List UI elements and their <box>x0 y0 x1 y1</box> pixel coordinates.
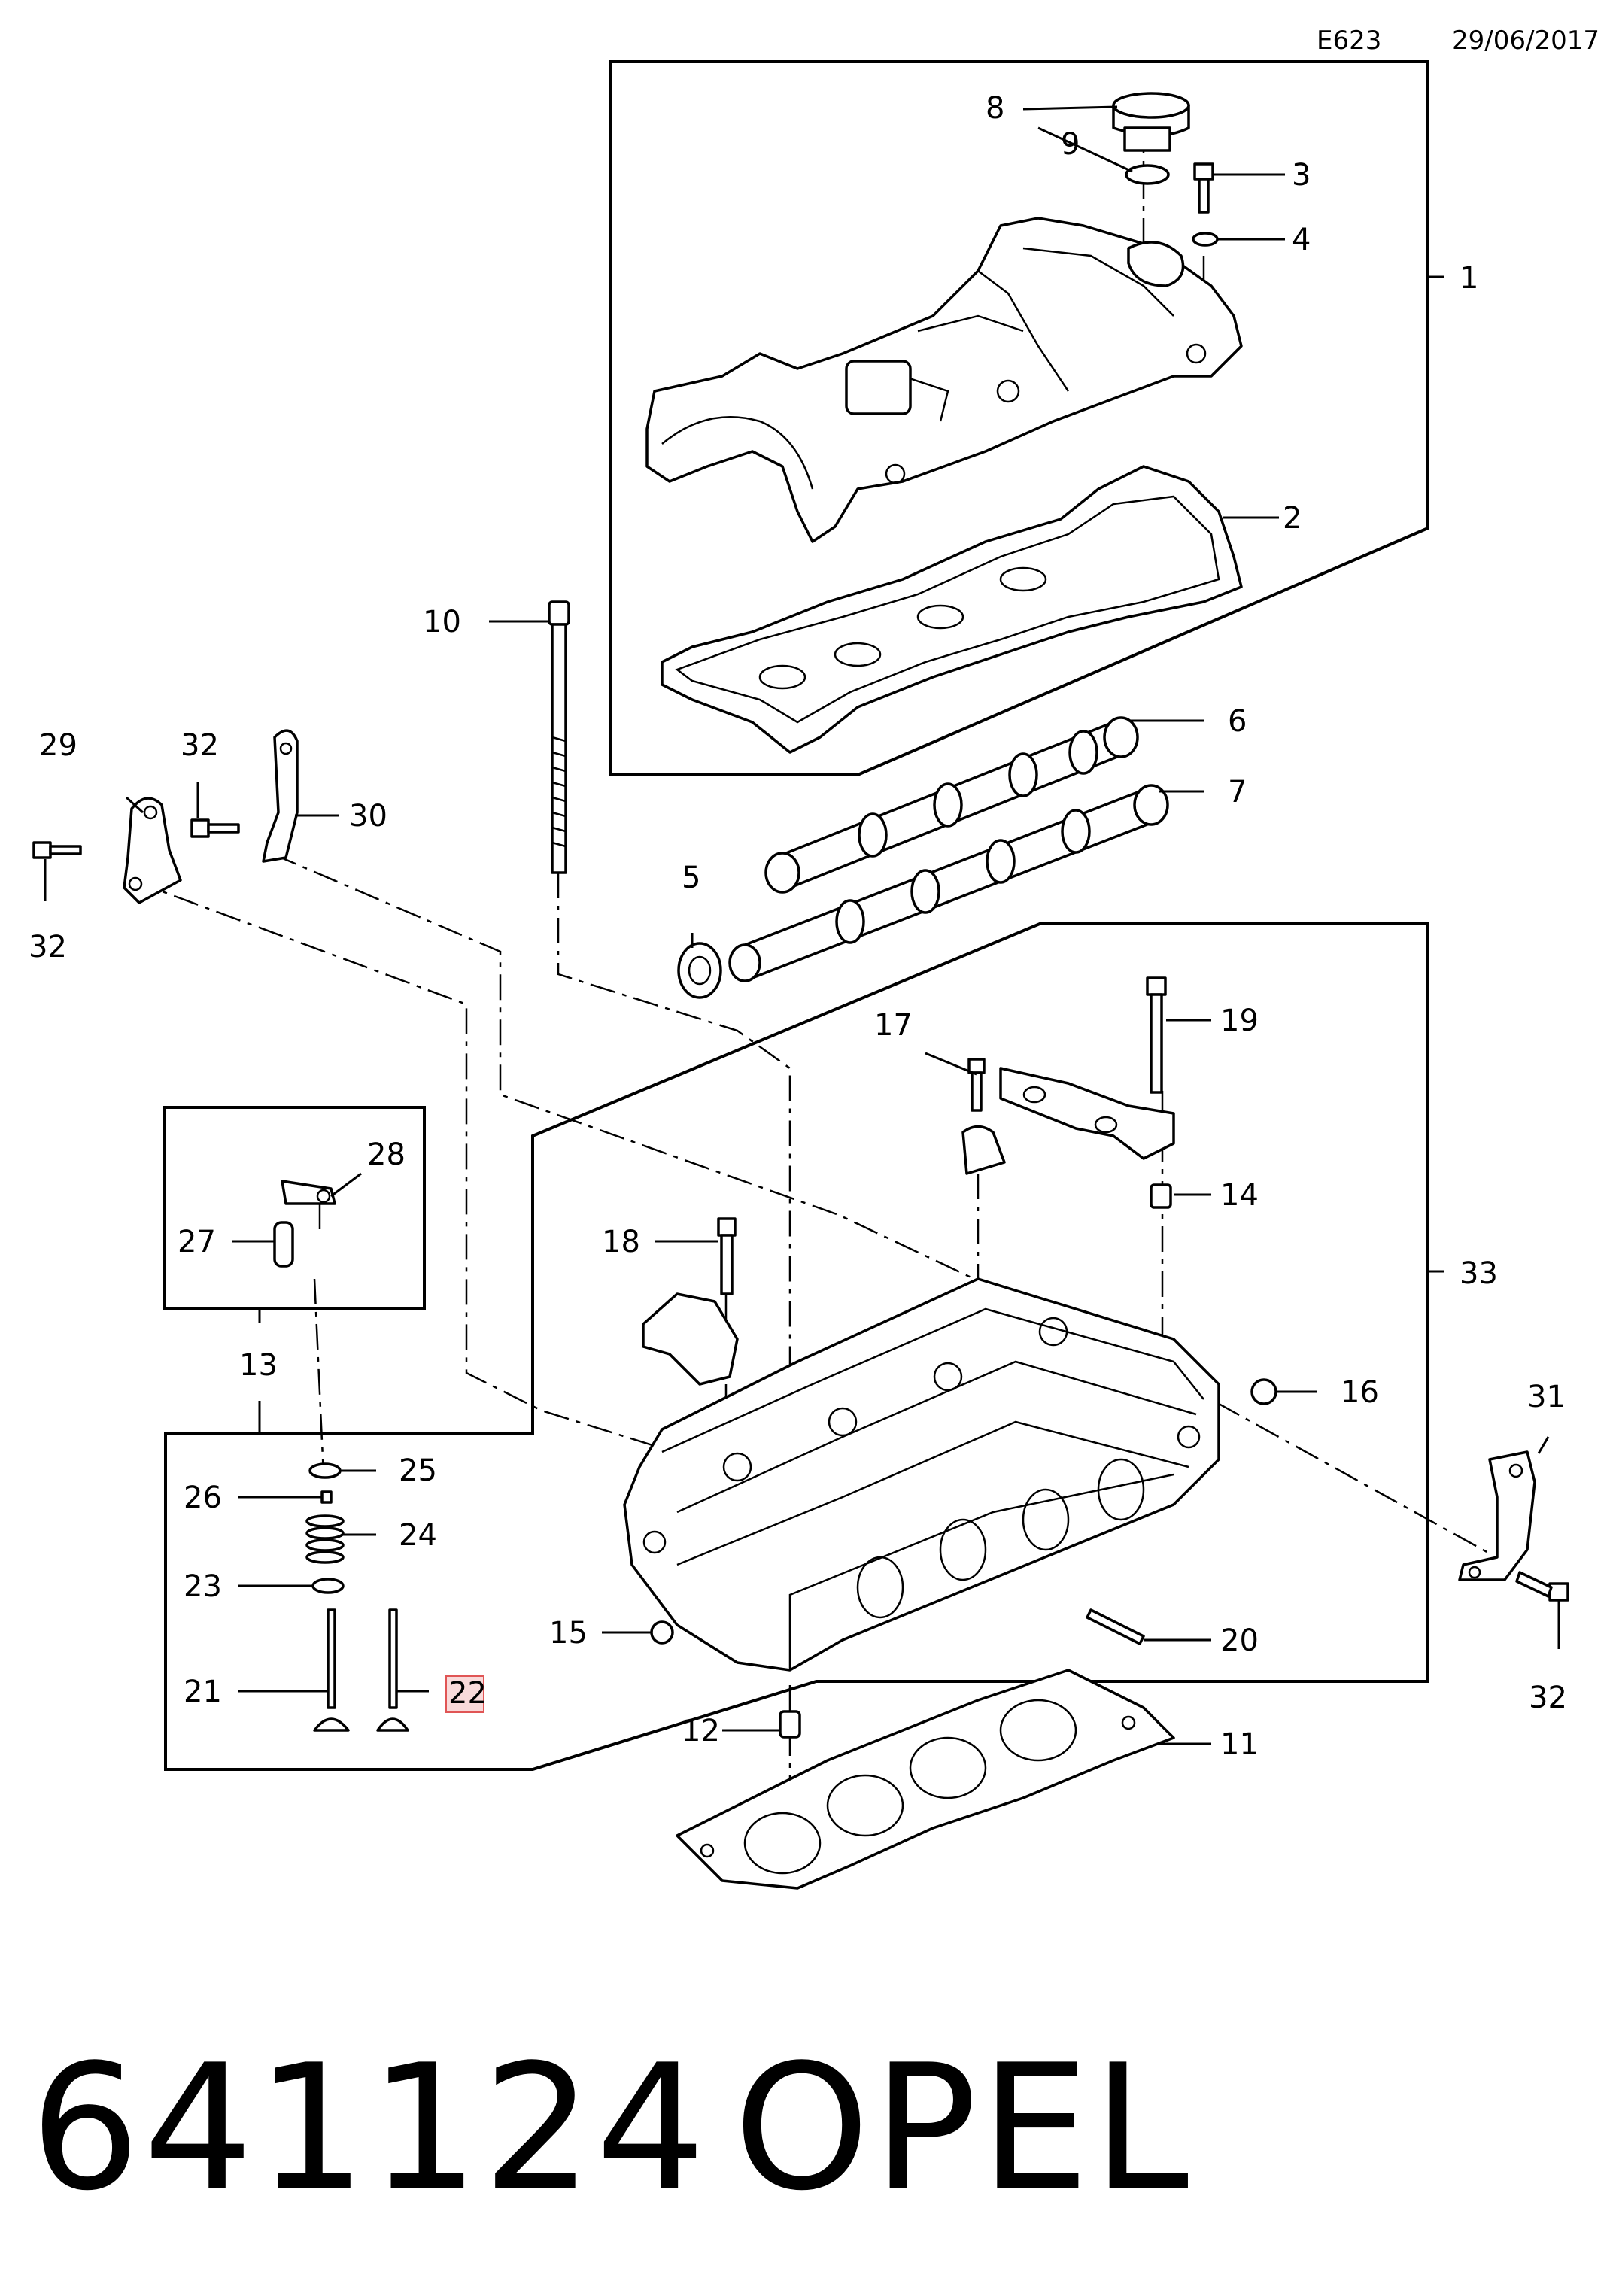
camshaft-seal <box>677 942 722 999</box>
callout-32-right[interactable]: 32 <box>1529 1681 1567 1715</box>
cylinder-head-gasket <box>676 1669 1175 1890</box>
bracket-bolt-left <box>32 841 82 859</box>
diagram-code: E623 <box>1317 26 1382 56</box>
part-number: 641124 <box>30 2028 709 2229</box>
callout-32-top[interactable]: 32 <box>181 728 219 763</box>
callout-18[interactable]: 18 <box>602 1225 640 1259</box>
valve-keepers-26 <box>320 1490 333 1504</box>
callout-6[interactable]: 6 <box>1228 704 1247 739</box>
callout-13[interactable]: 13 <box>239 1348 278 1383</box>
callout-23[interactable]: 23 <box>184 1569 222 1604</box>
bracket-31 <box>1458 1450 1536 1581</box>
callout-22-highlight <box>445 1675 484 1713</box>
callout-30[interactable]: 30 <box>349 799 387 834</box>
diagram-date: 29/06/2017 <box>1452 26 1599 56</box>
group-box-1 <box>609 60 1444 776</box>
plug-16 <box>1250 1378 1277 1405</box>
group-box-33 <box>164 922 1444 1771</box>
plug-15 <box>650 1620 674 1645</box>
callout-25[interactable]: 25 <box>399 1453 437 1488</box>
callout-labels: 1 2 3 4 5 6 7 8 9 10 11 12 13 14 15 16 1… <box>29 91 1567 1762</box>
callout-22[interactable]: 22 <box>448 1676 487 1711</box>
bracket-bolt-right <box>1515 1571 1569 1602</box>
callout-4[interactable]: 4 <box>1292 223 1311 257</box>
callout-14[interactable]: 14 <box>1220 1178 1259 1213</box>
callout-3[interactable]: 3 <box>1292 158 1311 193</box>
callout-12[interactable]: 12 <box>682 1714 720 1748</box>
bearing-cap-bolt-17 <box>967 1058 986 1112</box>
cam-bearing-cap-bridge <box>999 1067 1175 1160</box>
callout-28[interactable]: 28 <box>367 1137 406 1172</box>
cover-bolt <box>1193 162 1214 214</box>
bracket-30 <box>262 729 299 863</box>
callout-9[interactable]: 9 <box>1061 127 1080 162</box>
oil-filler-cap <box>1112 92 1190 152</box>
dowel-sleeve-14 <box>1150 1183 1172 1209</box>
callout-29[interactable]: 29 <box>39 728 77 763</box>
callout-27[interactable]: 27 <box>178 1225 216 1259</box>
exhaust-valve-22 <box>376 1608 409 1732</box>
thrust-cap-18 <box>642 1217 739 1386</box>
callout-32-left[interactable]: 32 <box>29 930 67 964</box>
group-box-13 <box>163 1106 426 1433</box>
callout-20[interactable]: 20 <box>1220 1623 1259 1658</box>
callout-2[interactable]: 2 <box>1283 501 1302 536</box>
valve-cover <box>645 217 1243 543</box>
valve-spring-24 <box>305 1514 345 1564</box>
callout-10[interactable]: 10 <box>423 605 461 639</box>
callout-24[interactable]: 24 <box>399 1518 437 1553</box>
callout-8[interactable]: 8 <box>986 91 1004 126</box>
callout-15[interactable]: 15 <box>549 1616 588 1651</box>
cam-bearing-cap-small <box>961 1125 1006 1175</box>
roller-rocker-28 <box>281 1180 336 1205</box>
bracket-bolt-top <box>190 818 240 838</box>
callout-31[interactable]: 31 <box>1527 1380 1566 1414</box>
intake-camshaft <box>764 716 1139 894</box>
leader-lines <box>44 105 1560 1745</box>
bracket-29 <box>123 797 182 904</box>
callout-21[interactable]: 21 <box>184 1675 222 1709</box>
valve-cover-gasket <box>661 465 1243 754</box>
callout-11[interactable]: 11 <box>1220 1727 1259 1762</box>
exhaust-camshaft <box>728 784 1169 982</box>
callout-16[interactable]: 16 <box>1341 1375 1379 1410</box>
exhaust-stud-20 <box>1086 1608 1145 1645</box>
callout-19[interactable]: 19 <box>1220 1004 1259 1038</box>
valve-stem-seal-25 <box>308 1462 342 1479</box>
oil-cap-o-ring <box>1125 164 1170 185</box>
callout-33[interactable]: 33 <box>1460 1256 1498 1291</box>
callout-17[interactable]: 17 <box>874 1008 913 1043</box>
cylinder-head-bolt <box>548 600 570 874</box>
callout-26[interactable]: 26 <box>184 1481 222 1515</box>
intake-valve-21 <box>313 1608 350 1732</box>
bolt-washer <box>1192 232 1219 247</box>
spring-seat-23 <box>311 1578 345 1594</box>
dowel-pin-12 <box>779 1710 801 1739</box>
hydraulic-lifter-27 <box>273 1221 294 1268</box>
callout-7[interactable]: 7 <box>1228 775 1247 809</box>
bearing-cap-bolt-19 <box>1146 976 1167 1094</box>
brand-name: OPEL <box>734 2028 1192 2229</box>
cylinder-head <box>623 1277 1220 1672</box>
callout-5[interactable]: 5 <box>682 861 700 895</box>
callout-1[interactable]: 1 <box>1460 261 1478 296</box>
